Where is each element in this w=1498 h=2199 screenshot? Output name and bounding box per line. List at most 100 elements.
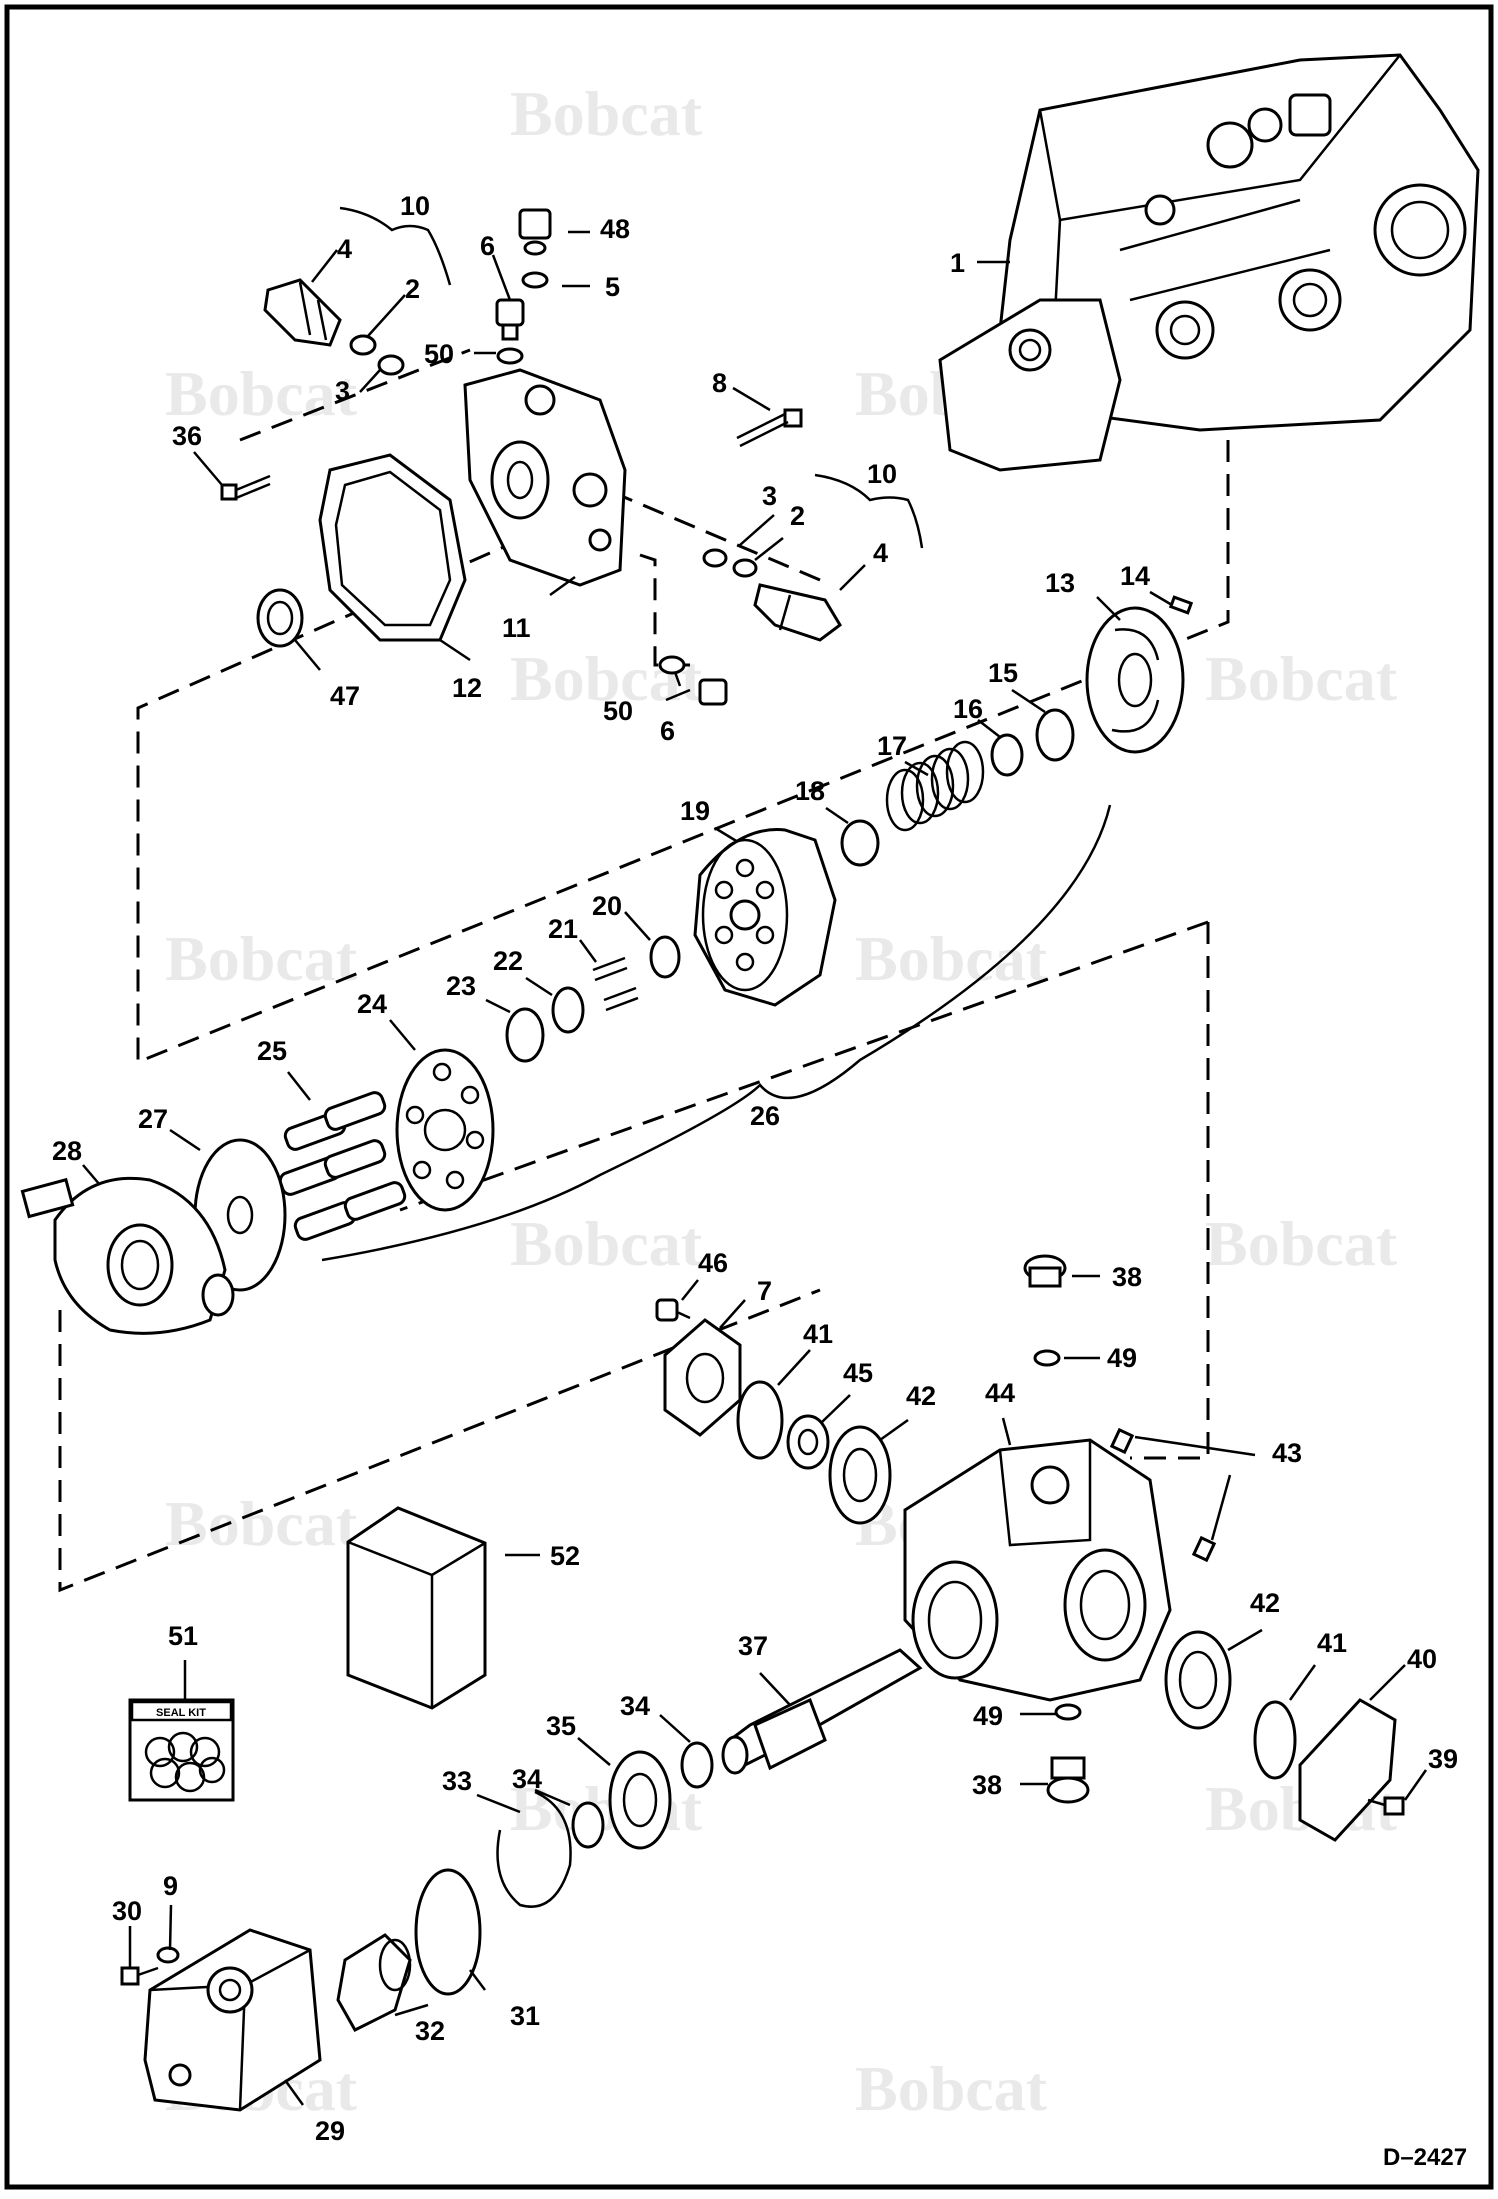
callout-27: 27 <box>138 1104 168 1134</box>
callout-6: 6 <box>480 231 495 261</box>
callout-numbers: 1 2 2 3 3 4 4 5 6 6 7 8 9 10 10 11 12 13… <box>52 191 1458 2146</box>
callout-29: 29 <box>315 2116 345 2146</box>
callout-6: 6 <box>660 716 675 746</box>
part-31-oring <box>414 1868 482 1996</box>
diagram-frame <box>4 4 1494 2190</box>
callout-1: 1 <box>950 248 965 278</box>
callout-40: 40 <box>1407 1644 1437 1674</box>
part-18-ring <box>840 819 880 867</box>
watermark: Bobcat <box>855 2053 1048 2124</box>
part-41-oring <box>1253 1700 1297 1780</box>
part-44-housing <box>903 1438 1172 1702</box>
part-47-bearing <box>256 588 304 648</box>
watermark: Bobcat <box>165 923 358 994</box>
part-37-drive-shaft <box>721 1648 923 1775</box>
part-46-screw <box>655 1298 691 1322</box>
seal-kit-label: SEAL KIT <box>156 1707 206 1719</box>
callout-11: 11 <box>502 613 531 643</box>
part-22-ring <box>551 986 585 1034</box>
callout-30: 30 <box>112 1896 142 1926</box>
part-32-coupler <box>336 1933 412 2032</box>
part-34-ring <box>571 1801 605 1849</box>
part-36-cap-screw <box>220 474 271 501</box>
callout-25: 25 <box>257 1036 287 1066</box>
callout-3: 3 <box>762 481 777 511</box>
watermark: Bobcat <box>855 923 1048 994</box>
part-20-ring <box>649 935 681 979</box>
part-49-oring <box>1033 1349 1061 1367</box>
callout-20: 20 <box>592 891 622 921</box>
callout-50: 50 <box>603 696 633 726</box>
callout-41: 41 <box>803 1319 833 1349</box>
callout-21: 21 <box>548 914 578 944</box>
callout-34: 34 <box>512 1764 542 1794</box>
callout-14: 14 <box>1120 561 1150 591</box>
callout-16: 16 <box>953 694 983 724</box>
part-4-relief-valve <box>753 583 842 642</box>
part-3-backup-ring <box>377 354 405 376</box>
callout-10: 10 <box>867 459 897 489</box>
part-2-oring <box>349 334 377 356</box>
watermark: Bobcat <box>1205 643 1398 714</box>
part-42-bearing <box>828 1425 892 1525</box>
callout-9: 9 <box>163 1871 178 1901</box>
part-16-washer <box>990 733 1024 777</box>
callout-8: 8 <box>712 368 727 398</box>
part-1-pump-assembly <box>938 53 1480 472</box>
part-30-screw <box>120 1966 159 1986</box>
callout-15: 15 <box>988 658 1018 688</box>
part-49-oring <box>1054 1703 1082 1721</box>
part-41-oring <box>736 1380 784 1460</box>
part-50-oring <box>658 655 686 675</box>
brace-assembly-26 <box>321 804 1112 1262</box>
watermark: Bobcat <box>510 78 703 149</box>
callout-39: 39 <box>1428 1744 1458 1774</box>
watermark: Bobcat <box>165 1488 358 1559</box>
part-23-ball-guide <box>505 1007 545 1063</box>
part-48-plug <box>518 208 552 256</box>
callout-35: 35 <box>546 1711 576 1741</box>
part-6-plug <box>698 678 728 706</box>
part-35-bearing <box>608 1750 672 1850</box>
watermark: Bobcat <box>510 643 703 714</box>
part-6-plug <box>495 298 525 341</box>
callout-18: 18 <box>795 776 825 806</box>
callout-17: 17 <box>877 731 907 761</box>
part-33-snap-ring <box>496 1790 572 1908</box>
callout-33: 33 <box>442 1766 472 1796</box>
part-12-gasket <box>318 453 467 642</box>
part-25-pistons <box>278 1091 407 1241</box>
callout-36: 36 <box>172 421 202 451</box>
callout-49: 49 <box>1107 1343 1137 1373</box>
callout-46: 46 <box>698 1248 728 1278</box>
part-45-shaft-seal <box>786 1414 830 1470</box>
callout-12: 12 <box>452 673 482 703</box>
callout-4: 4 <box>873 538 888 568</box>
callout-42: 42 <box>906 1381 936 1411</box>
callout-19: 19 <box>680 796 710 826</box>
part-28-swashplate <box>20 1176 235 1335</box>
callout-10: 10 <box>400 191 430 221</box>
part-15-washer <box>1035 708 1075 762</box>
part-39-screw <box>1367 1796 1405 1816</box>
callout-26: 26 <box>750 1101 780 1131</box>
callout-47: 47 <box>330 681 360 711</box>
part-29-charge-pump <box>143 1928 322 2112</box>
callout-51: 51 <box>168 1621 198 1651</box>
part-13-port-plate <box>1085 606 1185 754</box>
watermark: Bobcat <box>510 1208 703 1279</box>
watermark: Bobcat <box>165 358 358 429</box>
part-38-plug <box>1046 1756 1090 1804</box>
callout-45: 45 <box>843 1358 873 1388</box>
callout-41: 41 <box>1317 1628 1347 1658</box>
leader-lines <box>82 206 1428 2106</box>
part-50-oring <box>496 347 524 365</box>
callout-43: 43 <box>1272 1438 1302 1468</box>
part-43-dowel-pin <box>1191 1535 1217 1563</box>
callout-31: 31 <box>510 2001 540 2031</box>
part-11-end-cap <box>463 368 627 587</box>
callout-37: 37 <box>738 1631 768 1661</box>
callout-23: 23 <box>446 971 476 1001</box>
callout-49: 49 <box>973 1701 1003 1731</box>
